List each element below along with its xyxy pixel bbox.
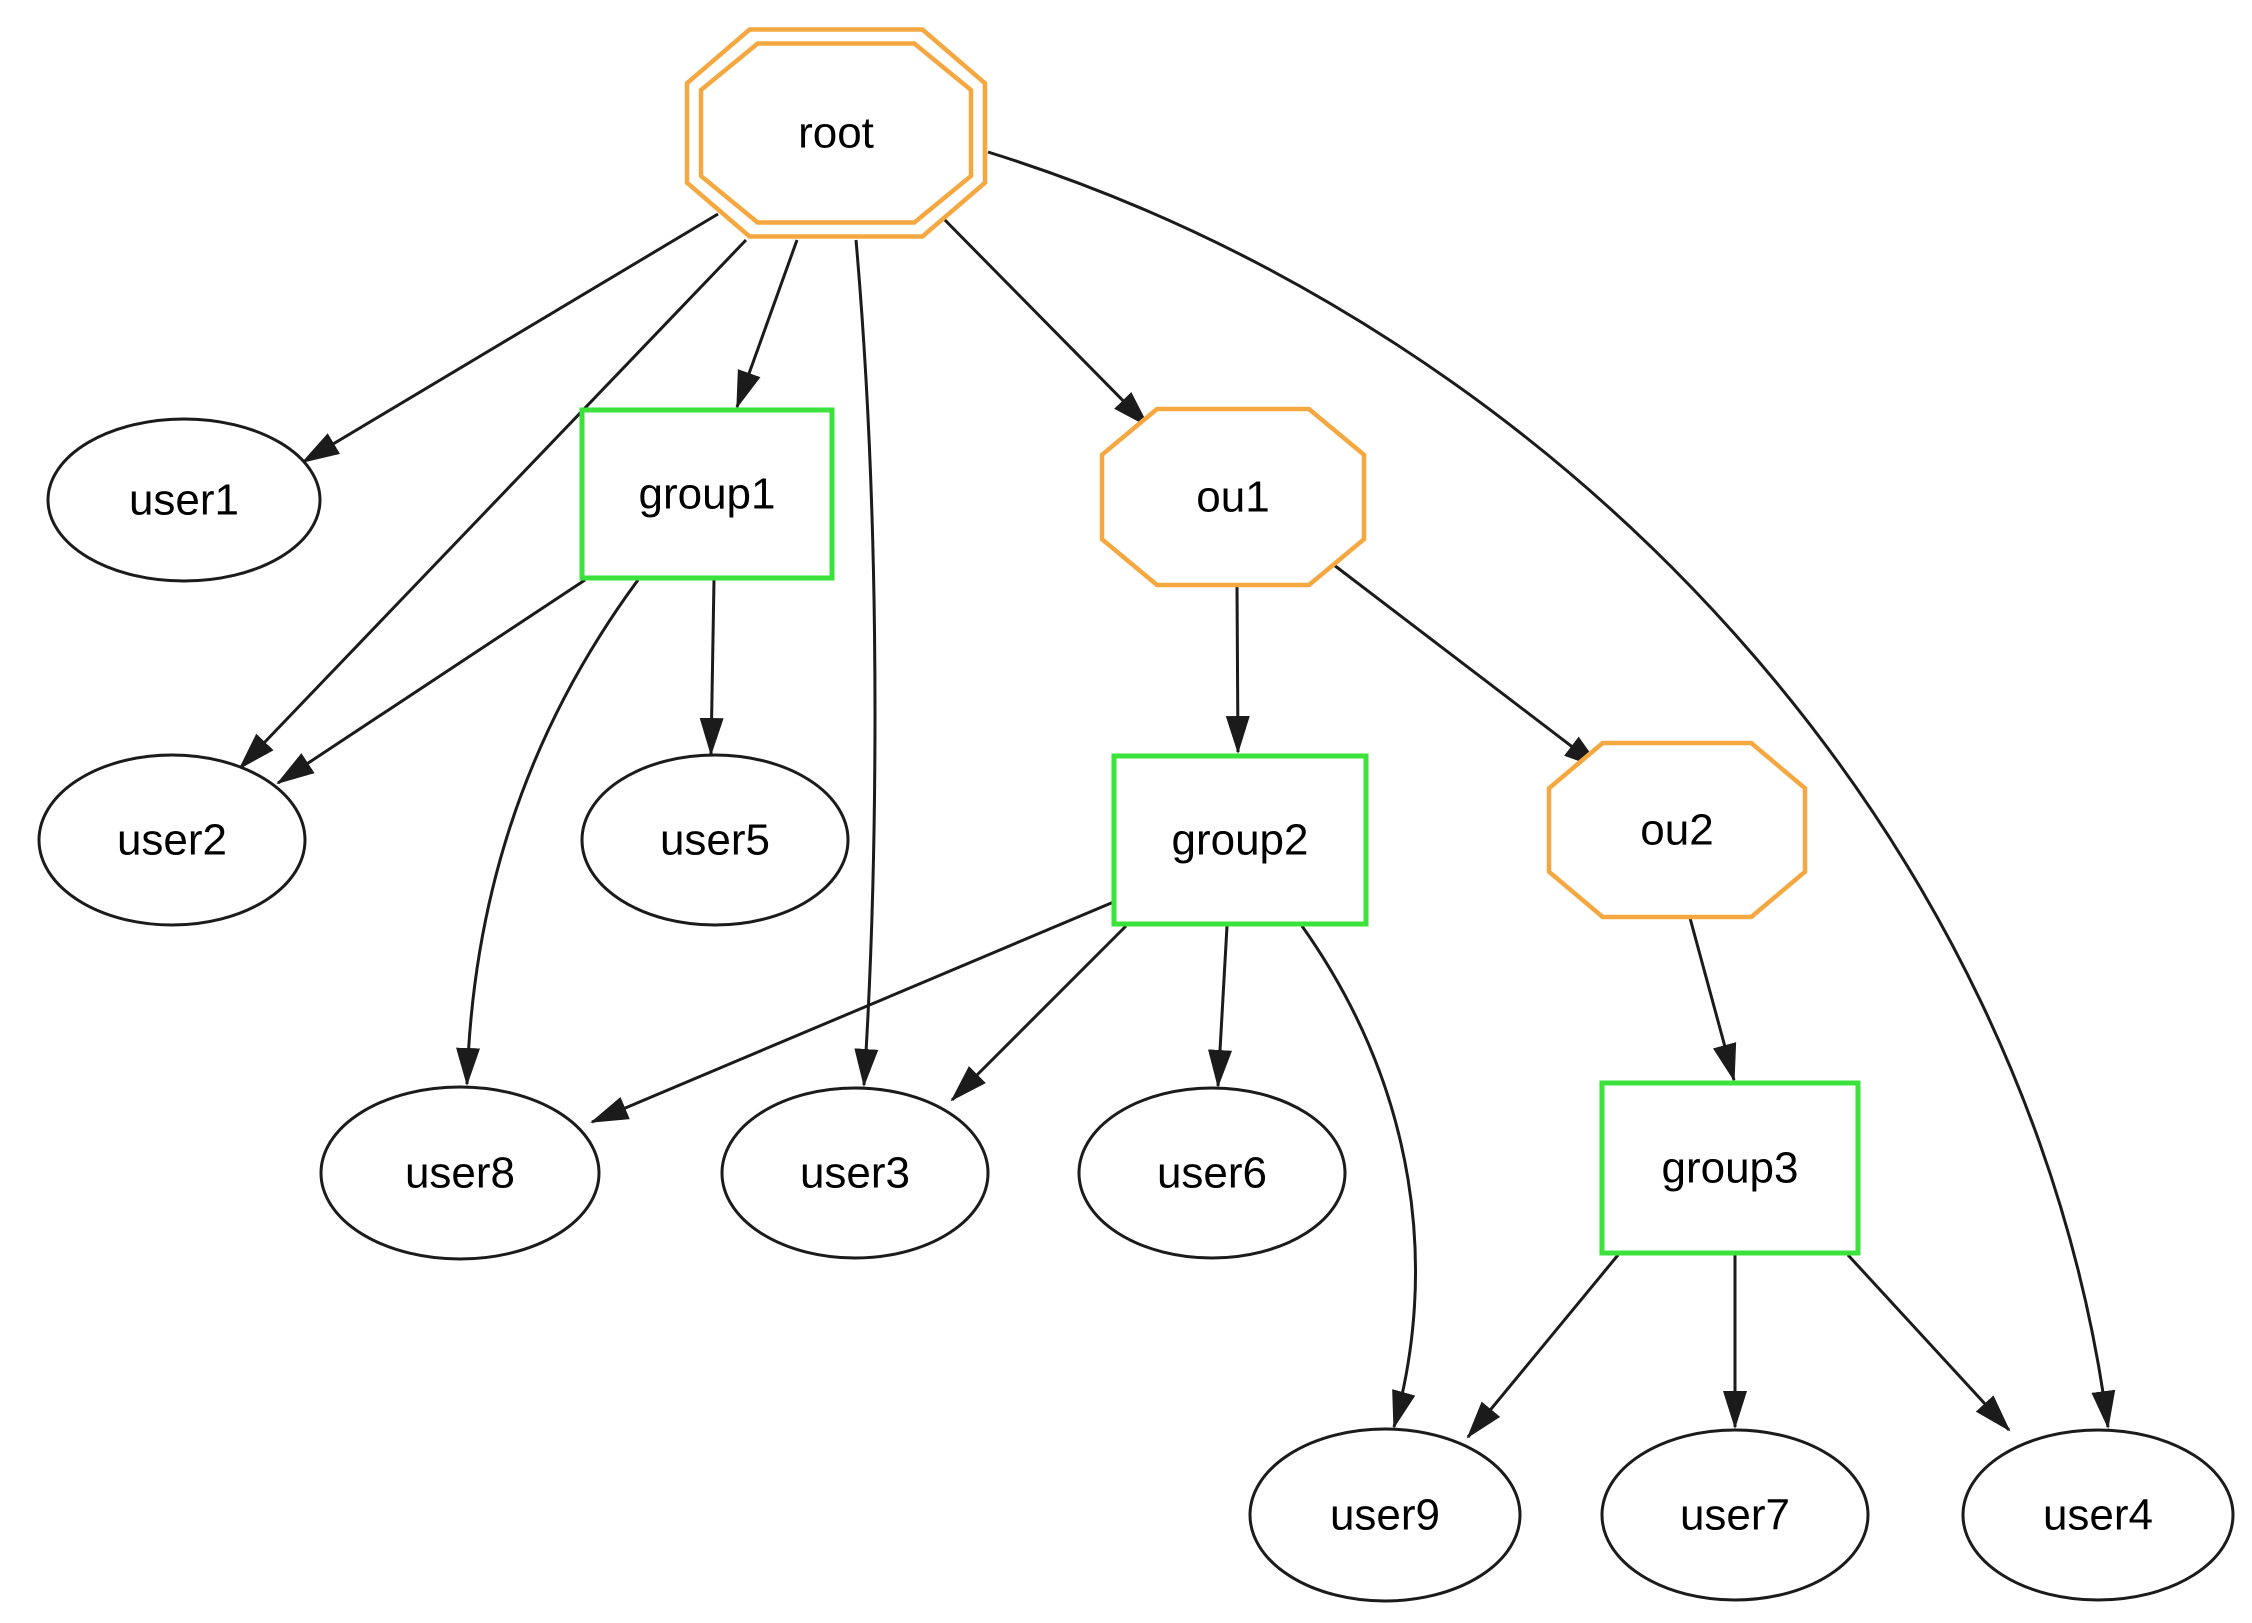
node-label-user6: user6 <box>1157 1149 1267 1198</box>
node-label-user3: user3 <box>800 1149 910 1198</box>
user-ellipse-shape <box>319 1085 601 1261</box>
ou-octagon-shape <box>1099 406 1367 588</box>
node-user5: user5 <box>580 753 850 927</box>
node-label-user5: user5 <box>660 816 770 865</box>
node-label-user1: user1 <box>129 476 239 525</box>
node-user2: user2 <box>37 753 307 927</box>
user-ellipse-shape <box>1248 1427 1522 1603</box>
root-inner-octagon-shape <box>698 41 974 225</box>
node-label-group2: group2 <box>1171 816 1308 865</box>
node-user1: user1 <box>46 417 322 583</box>
edge-group2-user9 <box>1300 925 1417 1429</box>
edge-group2-user8 <box>590 899 1117 1124</box>
node-label-ou1: ou1 <box>1196 473 1269 522</box>
node-user9: user9 <box>1248 1427 1522 1603</box>
node-ou2: ou2 <box>1546 740 1808 920</box>
edge-group2-user3 <box>950 924 1128 1102</box>
edge-group1-user2 <box>276 578 586 785</box>
node-label-user8: user8 <box>405 1149 515 1198</box>
edge-ou1-ou2 <box>1329 560 1602 770</box>
edge-root-user4 <box>987 150 2116 1429</box>
node-user6: user6 <box>1077 1086 1347 1260</box>
node-user8: user8 <box>319 1085 601 1261</box>
user-ellipse-shape <box>46 417 322 583</box>
node-label-ou2: ou2 <box>1640 806 1713 855</box>
edge-group2-user6 <box>1208 925 1233 1088</box>
user-ellipse-shape <box>720 1086 990 1260</box>
node-root: root <box>684 27 988 239</box>
edge-group3-user9 <box>1466 1254 1620 1439</box>
edge-root-user3 <box>854 239 879 1087</box>
edge-ou2-group3 <box>1688 917 1737 1082</box>
node-label-root: root <box>798 109 874 158</box>
node-label-user9: user9 <box>1330 1491 1440 1540</box>
node-ou1: ou1 <box>1099 406 1367 588</box>
node-user4: user4 <box>1961 1428 2235 1602</box>
user-ellipse-shape <box>1961 1428 2235 1602</box>
node-label-group1: group1 <box>638 470 775 519</box>
node-user3: user3 <box>720 1086 990 1260</box>
node-group2: group2 <box>1111 753 1369 927</box>
edge-group3-user4 <box>1846 1253 2011 1432</box>
edge-root-user1 <box>301 212 719 464</box>
group-box-shape <box>1599 1080 1861 1256</box>
node-label-group3: group3 <box>1661 1144 1798 1193</box>
group-box-shape <box>579 407 835 581</box>
edge-ou1-group2 <box>1225 586 1250 754</box>
node-group1: group1 <box>579 407 835 581</box>
node-group3: group3 <box>1599 1080 1861 1256</box>
node-label-user2: user2 <box>117 816 227 865</box>
edge-group1-user8 <box>456 579 640 1086</box>
node-user7: user7 <box>1600 1428 1870 1602</box>
node-label-user7: user7 <box>1680 1491 1790 1540</box>
root-outer-octagon-shape <box>684 27 988 239</box>
user-ellipse-shape <box>37 753 307 927</box>
edge-root-user2 <box>238 238 748 770</box>
node-label-user4: user4 <box>2043 1491 2153 1540</box>
edge-root-group1 <box>735 239 799 409</box>
user-ellipse-shape <box>580 753 850 927</box>
user-ellipse-shape <box>1600 1428 1870 1602</box>
ou-octagon-shape <box>1546 740 1808 920</box>
user-ellipse-shape <box>1077 1086 1347 1260</box>
edge-root-ou1 <box>936 211 1150 428</box>
edge-group1-user5 <box>699 579 724 756</box>
group-box-shape <box>1111 753 1369 927</box>
